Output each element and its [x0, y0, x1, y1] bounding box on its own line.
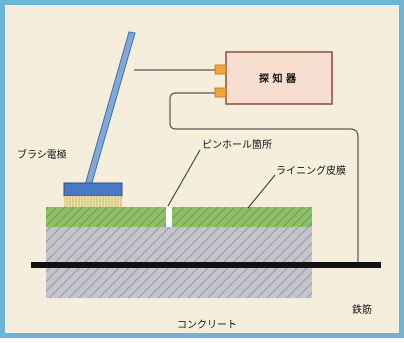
rebar: [31, 262, 381, 268]
concrete-label: コンクリート: [177, 319, 237, 331]
detector-connector-top: [214, 64, 227, 75]
brush-bristles: [64, 196, 122, 207]
brush-electrode-label: ブラシ電極: [17, 148, 67, 161]
wire-detector-to-rebar: [169, 92, 359, 262]
detector-box: [225, 51, 333, 105]
brush-head: [63, 182, 123, 197]
detector-label: 探 知 器: [259, 72, 297, 85]
pinhole-gap: [166, 207, 172, 227]
rebar-label: 鉄筋: [352, 303, 372, 316]
detector-connector-bottom: [214, 87, 227, 98]
pinhole-leader: [167, 149, 201, 207]
lining-label: ライニング皮膜: [276, 164, 346, 177]
pinhole-label: ピンホール箇所: [202, 138, 272, 151]
lining-leader: [247, 174, 276, 209]
lining-layer: [46, 207, 312, 227]
